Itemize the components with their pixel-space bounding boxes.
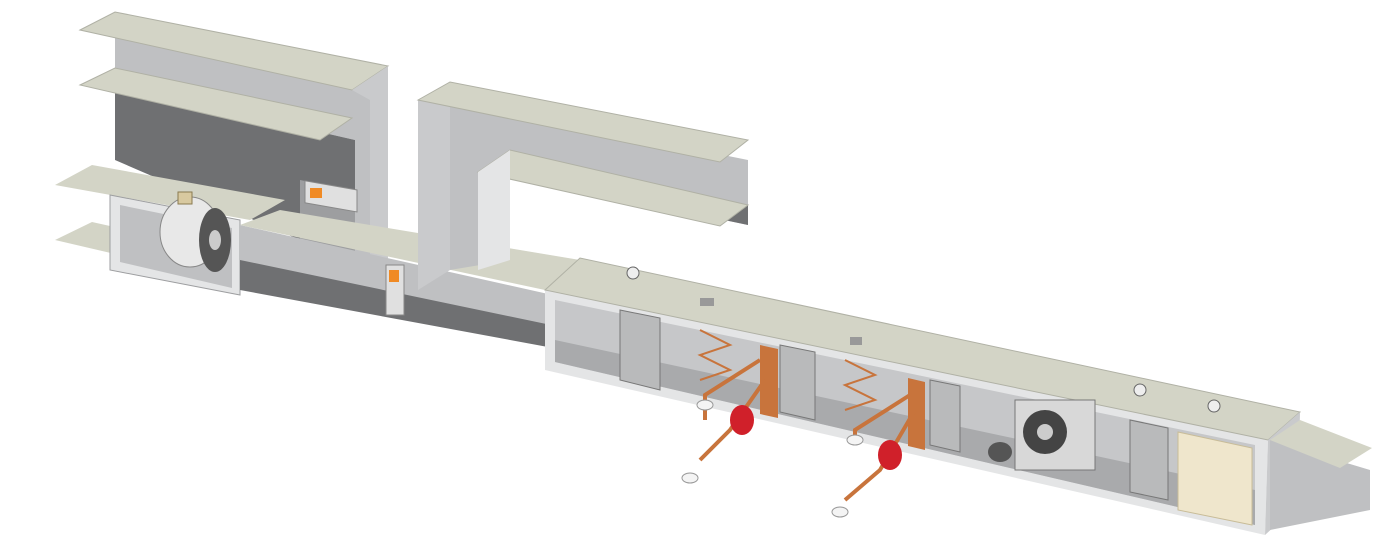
panel-filter: [619, 309, 1169, 501]
bag-filter: [1177, 431, 1253, 526]
damper-actuator-icon: [389, 270, 399, 282]
pump-icon: [730, 405, 754, 435]
outlet-duct: [1270, 420, 1372, 530]
supply-fan: [988, 399, 1096, 471]
outside-air-duct: [416, 81, 750, 290]
return-duct-upper: [78, 11, 390, 300]
axial-fan-section: [55, 165, 285, 296]
heating-coil: [681, 329, 778, 484]
cooling-coil: [831, 359, 925, 518]
damper-actuator-icon: [310, 188, 322, 198]
pressure-gauge-icon: [1207, 399, 1221, 413]
pressure-gauge-icon: [626, 266, 640, 280]
pump-icon: [878, 440, 902, 470]
pressure-gauge-icon: [1133, 383, 1147, 397]
connecting-duct-lower: [240, 210, 580, 352]
